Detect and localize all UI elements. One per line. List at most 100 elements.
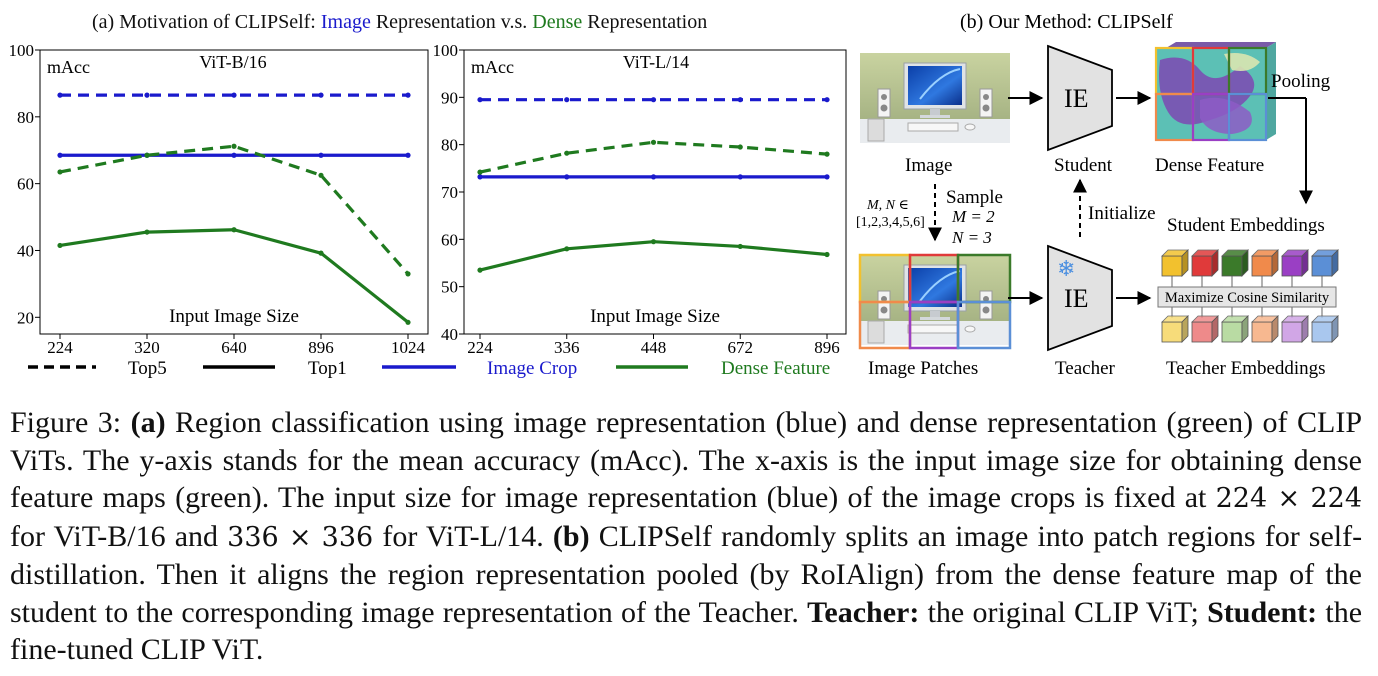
embedding-cube	[1251, 249, 1279, 277]
data-point	[57, 169, 63, 175]
data-point	[650, 174, 657, 180]
data-point	[737, 144, 743, 150]
series-line	[59, 144, 410, 275]
caption-text-1: Region classification using image repres…	[10, 406, 1363, 514]
caption-text-3: for ViT-L/14.	[382, 519, 544, 553]
data-point	[57, 92, 63, 98]
mn-set-label: M, N ∈	[866, 198, 909, 213]
data-point	[405, 92, 411, 98]
cube-front	[1311, 321, 1333, 343]
data-point	[737, 174, 743, 180]
data-point	[231, 152, 237, 158]
data-point	[318, 250, 324, 256]
x-tick-label: 672	[728, 338, 754, 357]
initialize-label: Initialize	[1088, 203, 1156, 224]
cube-side	[1301, 315, 1309, 343]
data-point	[824, 97, 830, 103]
x-tick-label: 896	[814, 338, 840, 357]
data-point	[144, 92, 150, 98]
series-line	[479, 140, 828, 174]
data-point	[737, 243, 743, 250]
x-tick-label: 640	[221, 338, 247, 357]
legend-top1-label: Top1	[308, 358, 347, 379]
cube-front	[1281, 255, 1303, 277]
caption-fig-label: Figure 3:	[10, 406, 122, 439]
x-tick-label: 224	[47, 338, 73, 357]
x-tick-label: 896	[308, 338, 334, 357]
x-tick-label: 1024	[391, 338, 426, 357]
caption-text-2: for ViT-B/16 and	[10, 519, 219, 553]
data-point	[231, 92, 237, 98]
image-patches-label: Image Patches	[868, 358, 978, 379]
data-point	[824, 174, 830, 180]
caption-student-bold: Student:	[1207, 595, 1318, 629]
y-tick-label: 60	[441, 230, 458, 249]
y-tick-label: 50	[441, 278, 458, 297]
student-ie-label: IE	[1064, 84, 1089, 113]
data-point	[144, 229, 150, 235]
embedding-cube	[1311, 315, 1339, 343]
embedding-cube	[1161, 315, 1189, 343]
cube-side	[1331, 249, 1339, 277]
series-line	[479, 240, 828, 272]
cube-front	[1191, 321, 1213, 343]
data-point	[231, 143, 237, 149]
plot-frame	[463, 49, 847, 335]
data-point	[650, 239, 657, 245]
mn-values-label: [1,2,3,4,5,6]	[856, 215, 925, 230]
x-tick-label: 448	[641, 338, 667, 357]
x-tick-label: 336	[554, 338, 580, 357]
y-tick-label: 80	[441, 136, 458, 155]
embedding-cube	[1311, 249, 1339, 277]
cube-side	[1211, 315, 1219, 343]
embedding-cube	[1191, 315, 1219, 343]
maximize-label: Maximize Cosine Similarity	[1165, 290, 1330, 306]
student-embeddings-label: Student Embeddings	[1167, 215, 1325, 236]
m-value: M = 2	[951, 207, 995, 226]
y-axis-label: mAcc	[47, 57, 90, 77]
y-tick-label: 20	[17, 308, 34, 327]
y-tick-label: 90	[441, 88, 458, 107]
caption-size-b: 224 × 224	[1215, 483, 1363, 514]
teacher-embeddings-label: Teacher Embeddings	[1166, 358, 1326, 379]
data-point	[405, 152, 411, 158]
y-tick-label: 70	[441, 183, 458, 202]
cube-side	[1241, 315, 1249, 343]
data-point	[405, 319, 411, 325]
y-tick-label: 60	[17, 175, 34, 194]
data-point	[477, 97, 483, 103]
cube-front	[1161, 255, 1183, 277]
caption-text-5: the original CLIP ViT;	[927, 595, 1199, 629]
caption-text-4: CLIPSelf randomly splits an image into p…	[10, 519, 1363, 629]
data-point	[824, 251, 830, 258]
data-point	[564, 150, 570, 156]
data-point	[318, 172, 324, 178]
sample-label: Sample	[946, 187, 1003, 208]
cube-side	[1271, 249, 1279, 277]
embedding-cube	[1161, 249, 1189, 277]
panel-a-title: (a) Motivation of CLIPSelf: Image Repres…	[92, 11, 707, 33]
caption-a-label: (a)	[130, 406, 166, 439]
embedding-cube	[1221, 315, 1249, 343]
cube-side	[1211, 249, 1219, 277]
y-tick-label: 80	[17, 108, 34, 127]
data-point	[405, 271, 411, 277]
cube-front	[1311, 255, 1333, 277]
panel-b-title: (b) Our Method: CLIPSelf	[960, 11, 1173, 33]
data-point	[564, 97, 570, 103]
caption-text-6: the fine-tuned CLIP ViT.	[10, 595, 1363, 667]
cube-side	[1241, 249, 1249, 277]
maximize-box	[1157, 286, 1337, 308]
caption-b-label: (b)	[552, 519, 590, 553]
embedding-cubes	[1161, 249, 1339, 343]
chart-title: ViT-L/14	[623, 52, 689, 72]
cube-front	[1161, 321, 1183, 343]
data-point	[824, 151, 830, 157]
data-point	[318, 152, 324, 158]
data-point	[650, 97, 657, 103]
input-image	[859, 52, 1011, 144]
x-axis-label: Input Image Size	[169, 306, 299, 327]
image-label: Image	[905, 155, 952, 176]
dense-feature-map	[1154, 42, 1276, 142]
